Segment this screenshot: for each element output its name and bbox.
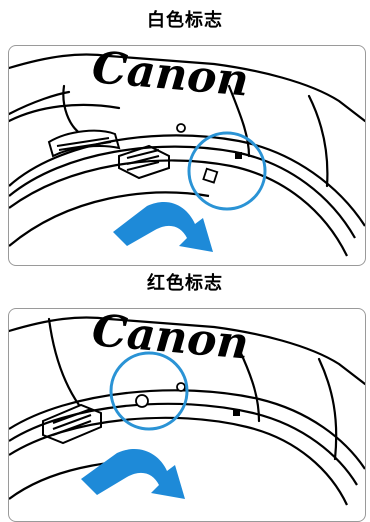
body-marker-icon	[176, 382, 186, 392]
body-index-dot-icon	[233, 409, 240, 416]
rotate-arrow-icon	[81, 449, 185, 499]
white-square-index-mark-icon	[202, 167, 219, 184]
red-mark-heading: 红色标志	[147, 273, 223, 294]
index-mark-highlight-circle	[187, 131, 267, 211]
body-index-dot-icon	[235, 152, 242, 159]
white-mark-heading: 白色标志	[147, 10, 223, 31]
body-marker-icon	[176, 123, 186, 133]
red-dot-index-mark-icon	[135, 394, 149, 408]
index-mark-highlight-circle	[109, 351, 189, 431]
lens-mount	[9, 389, 365, 506]
rotate-arrow-icon	[113, 202, 213, 252]
brand-logo: Canon	[90, 46, 251, 107]
white-mark-illustration: Canon	[8, 45, 366, 266]
lens-mount	[9, 134, 365, 257]
camera-body	[9, 53, 365, 188]
red-mark-illustration: Canon	[8, 308, 366, 522]
